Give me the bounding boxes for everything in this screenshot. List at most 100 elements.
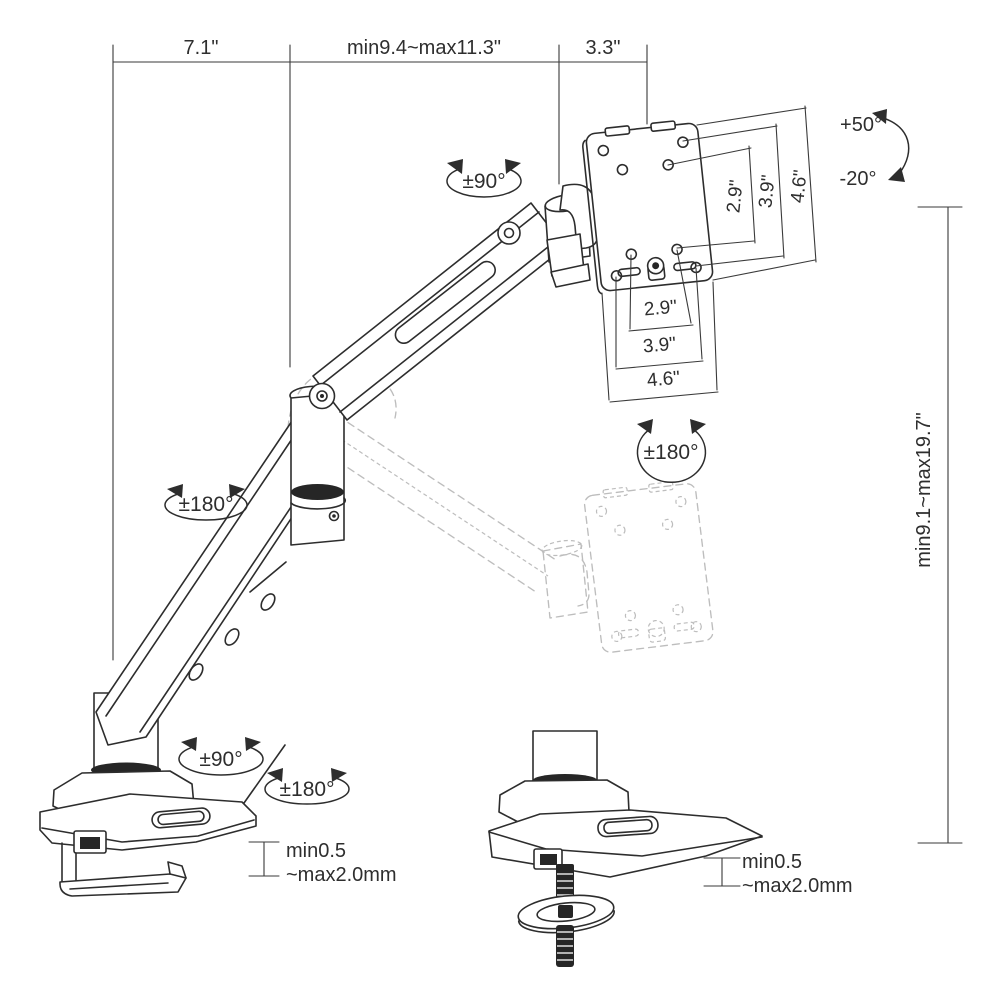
grommet-plate-edge-line <box>488 831 763 857</box>
vesa-hole <box>625 248 638 260</box>
vesa-hole <box>677 136 689 148</box>
dim-label-7-1: 7.1" <box>184 37 219 59</box>
ghost-arm-edge <box>317 447 537 593</box>
arrow-right <box>229 484 245 498</box>
ghost-vesa-slot <box>617 628 640 639</box>
clamp-right-max-label: ~max2.0mm <box>742 875 853 897</box>
ghost-arm-edge <box>337 415 557 561</box>
ghost-head-hook <box>559 553 590 607</box>
grommet-bolt-through <box>558 905 573 918</box>
arm-swivel-arc <box>164 492 248 521</box>
ghost-vesa-tab <box>602 486 629 499</box>
vesa-v-label-4-6: 4.6" <box>787 169 811 204</box>
vesa-v-ext <box>682 125 778 142</box>
arrow-right <box>505 159 521 174</box>
arrow-left <box>637 419 653 434</box>
ghost-keyhole-bracket <box>647 627 666 643</box>
head-joint <box>544 183 599 288</box>
upper-arm-hole-inner <box>503 227 515 239</box>
tilt-arrow-up <box>872 109 887 124</box>
base-rotation-label: ±180° <box>280 778 335 801</box>
clamp-right-min-label: min0.5 <box>742 851 802 873</box>
ghost-vesa-hole <box>614 524 626 536</box>
vesa-h-label-3-9: 3.9" <box>642 334 677 358</box>
arrow-right <box>331 768 347 782</box>
recess-outline <box>597 815 659 838</box>
base-swivel-arc <box>178 745 264 776</box>
elbow-bolt-center <box>332 514 336 518</box>
ghost-vesa-hole <box>624 610 637 622</box>
vesa-v-label-3-9: 3.9" <box>755 174 779 209</box>
vesa-hole <box>616 163 629 176</box>
upper-arm-hole <box>497 221 521 245</box>
arrow-left <box>447 159 463 174</box>
clamp-left-min-label: min0.5 <box>286 840 346 862</box>
vesa-h-ext <box>676 249 692 324</box>
dimension-labels: 7.1" min9.4~max11.3" 3.3" +50° -20° ±90°… <box>179 37 935 897</box>
vesa-h-label-2-9: 2.9" <box>643 297 678 321</box>
base-plate-recess <box>151 807 211 829</box>
gas-spring-slot <box>394 260 496 345</box>
elbow-collar-ring <box>291 484 344 500</box>
arm-notch <box>249 561 287 593</box>
vesa-tab <box>650 120 677 132</box>
slot-outline <box>394 260 496 345</box>
vesa-h-ext <box>601 292 610 401</box>
vesa-slot <box>673 261 697 272</box>
elbow-collar-bottom <box>290 497 347 510</box>
vesa-h-dim-3-9 <box>615 360 704 370</box>
upper-arm <box>308 202 566 421</box>
upper-arm-ridge <box>339 238 559 413</box>
vesa-rotation-arc <box>636 428 707 483</box>
ghost-vesa-hole <box>595 505 608 517</box>
vesa-side-face <box>582 139 603 295</box>
base-rotation-arc <box>264 776 350 805</box>
arm-hole <box>188 663 204 681</box>
vesa-hole <box>610 270 623 282</box>
usb-port-inner <box>540 854 557 865</box>
vesa-h-ext <box>712 281 718 391</box>
vesa-v-ext <box>667 147 752 166</box>
arrow-right <box>690 419 706 434</box>
ghost-vesa-plate <box>583 481 714 653</box>
vesa-v-label-2-9: 2.9" <box>723 179 747 214</box>
vesa-tab <box>604 125 631 137</box>
vesa-v-ext <box>695 255 784 267</box>
vesa-v-ext <box>676 240 755 249</box>
dim-label-3-3: 3.3" <box>586 37 621 59</box>
ghost-vesa-hole <box>675 496 687 508</box>
lower-arm-beam <box>95 420 337 746</box>
ghost-head-joint <box>542 543 589 619</box>
vesa-v-dim-3-9 <box>775 123 785 259</box>
recess-outline <box>151 807 211 829</box>
tilt-up-label: +50° <box>840 114 882 136</box>
head-block-lower <box>550 263 591 288</box>
ghost-arm-position <box>287 367 714 653</box>
elbow-bolt <box>328 510 340 522</box>
arm-swivel-label: ±180° <box>179 493 234 516</box>
vesa-h-ext <box>695 267 703 360</box>
ghost-vesa-hole <box>672 604 684 616</box>
badge-divider-slash <box>243 744 286 804</box>
ghost-vesa-hole <box>690 621 702 633</box>
head-swivel-label: ±90° <box>462 170 505 193</box>
vesa-slot <box>617 266 641 278</box>
vesa-h-dim-2-9 <box>628 324 694 332</box>
head-swivel-arc <box>446 167 522 198</box>
base-swivel-label: ±90° <box>199 748 242 771</box>
tilt-arrow-down <box>888 167 905 182</box>
vesa-hole <box>597 144 610 157</box>
elbow-column <box>290 392 345 546</box>
vesa-h-dim-4-6 <box>609 391 719 403</box>
vesa-v-ext <box>696 107 807 126</box>
dim-label-reach-range: min9.4~max11.3" <box>347 37 501 59</box>
elbow-joint <box>289 385 347 546</box>
recess-inner <box>603 818 653 835</box>
vesa-v-dim-2-9 <box>748 145 756 244</box>
ghost-vesa-hole <box>611 630 623 643</box>
washer-hole <box>536 901 596 923</box>
ghost-vesa-tab <box>648 481 674 493</box>
ghost-keyhole <box>647 619 665 638</box>
